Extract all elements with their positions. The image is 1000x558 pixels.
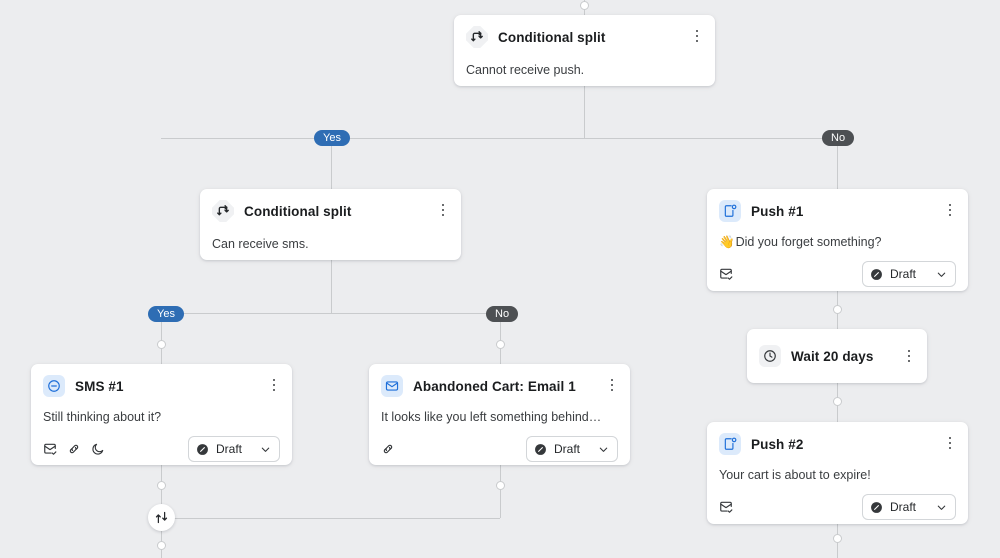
draft-circle-icon — [870, 268, 883, 281]
connector-line — [161, 313, 162, 365]
status-label: Draft — [890, 267, 917, 281]
connector-dot — [157, 481, 166, 490]
push-notification-icon — [719, 200, 741, 222]
mail-check-icon[interactable] — [43, 442, 57, 456]
node-menu-button[interactable] — [901, 348, 917, 364]
status-label: Draft — [890, 500, 917, 514]
node-title: Conditional split — [244, 203, 352, 219]
node-title: Wait 20 days — [791, 348, 874, 364]
chevron-down-icon — [936, 269, 947, 280]
wave-emoji: 👋 — [719, 235, 735, 249]
connector-dot — [157, 340, 166, 349]
card-footer: Draft — [369, 428, 630, 465]
connector-line — [500, 465, 501, 518]
card-header: Conditional split — [200, 189, 461, 231]
envelope-icon — [381, 375, 403, 397]
connector-dot — [580, 1, 589, 10]
connector-dot — [496, 481, 505, 490]
split-branch-icon — [466, 26, 488, 48]
node-abandoned-cart-email-1[interactable]: Abandoned Cart: Email 1 It looks like yo… — [369, 364, 630, 465]
connector-line — [331, 138, 332, 189]
mail-check-icon[interactable] — [719, 500, 733, 514]
mail-check-icon[interactable] — [719, 267, 733, 281]
node-push-2[interactable]: Push #2 Your cart is about to expire! — [707, 422, 968, 524]
status-select-push-1[interactable]: Draft — [862, 261, 956, 287]
node-title: Push #1 — [751, 203, 804, 219]
node-conditional-split-sms[interactable]: Conditional split Can receive sms. — [200, 189, 461, 260]
node-title: Abandoned Cart: Email 1 — [413, 378, 576, 394]
card-header: Conditional split — [454, 15, 715, 57]
connector-line — [331, 260, 332, 313]
card-footer: Draft — [707, 486, 968, 524]
status-label: Draft — [554, 442, 581, 456]
merge-arrows-icon — [154, 510, 169, 525]
connector-line — [837, 138, 838, 189]
node-menu-button[interactable] — [435, 202, 451, 218]
split-branch-icon — [212, 200, 234, 222]
branch-badge-no[interactable]: No — [486, 306, 519, 322]
node-title: SMS #1 — [75, 378, 124, 394]
connector-dot — [833, 305, 842, 314]
sms-bubble-icon — [43, 375, 65, 397]
status-select-sms-1[interactable]: Draft — [188, 436, 280, 462]
card-header: Push #2 — [707, 422, 968, 464]
chevron-down-icon — [936, 502, 947, 513]
connector-line — [584, 86, 585, 139]
merge-node[interactable] — [148, 504, 175, 531]
link-icon[interactable] — [67, 442, 81, 456]
card-header: SMS #1 — [31, 364, 292, 406]
connector-line — [161, 518, 500, 519]
card-header: Abandoned Cart: Email 1 — [369, 364, 630, 406]
branch-badge-yes[interactable]: Yes — [314, 130, 350, 146]
branch-badge-no[interactable]: No — [822, 130, 855, 146]
clock-icon — [759, 345, 781, 367]
node-description: Still thinking about it? — [43, 410, 162, 424]
node-menu-button[interactable] — [604, 377, 620, 393]
draft-circle-icon — [870, 501, 883, 514]
connector-line — [161, 138, 838, 139]
node-title: Push #2 — [751, 436, 804, 452]
card-header: Push #1 — [707, 189, 968, 231]
node-push-1[interactable]: Push #1 👋 Did you forget something? — [707, 189, 968, 291]
connector-dot — [157, 541, 166, 550]
node-title: Conditional split — [498, 29, 606, 45]
branch-badge-yes[interactable]: Yes — [148, 306, 184, 322]
connector-line — [500, 313, 501, 365]
chevron-down-icon — [598, 444, 609, 455]
card-footer: Draft — [707, 253, 968, 291]
chevron-down-icon — [260, 444, 271, 455]
status-label: Draft — [216, 442, 243, 456]
node-description: Did you forget something? — [735, 235, 882, 249]
node-menu-button[interactable] — [266, 377, 282, 393]
link-icon[interactable] — [381, 442, 395, 456]
node-description: Your cart is about to expire! — [719, 468, 871, 482]
card-footer: Draft — [31, 428, 292, 465]
connector-line — [161, 313, 500, 314]
draft-circle-icon — [196, 443, 209, 456]
connector-line — [161, 138, 162, 139]
push-notification-icon — [719, 433, 741, 455]
node-menu-button[interactable] — [942, 202, 958, 218]
node-menu-button[interactable] — [689, 28, 705, 44]
node-description: It looks like you left something behind… — [381, 410, 602, 424]
connector-dot — [496, 340, 505, 349]
node-description: Cannot receive push. — [466, 63, 585, 77]
status-select-push-2[interactable]: Draft — [862, 494, 956, 520]
connector-dot — [833, 397, 842, 406]
node-wait-20-days[interactable]: Wait 20 days — [747, 329, 927, 383]
node-sms-1[interactable]: SMS #1 Still thinking about it? — [31, 364, 292, 465]
node-conditional-split-push[interactable]: Conditional split Cannot receive push. — [454, 15, 715, 86]
quiet-hours-moon-icon[interactable] — [91, 442, 105, 456]
node-description: Can receive sms. — [212, 237, 309, 251]
draft-circle-icon — [534, 443, 547, 456]
connector-dot — [833, 534, 842, 543]
node-menu-button[interactable] — [942, 435, 958, 451]
status-select-email-1[interactable]: Draft — [526, 436, 618, 462]
